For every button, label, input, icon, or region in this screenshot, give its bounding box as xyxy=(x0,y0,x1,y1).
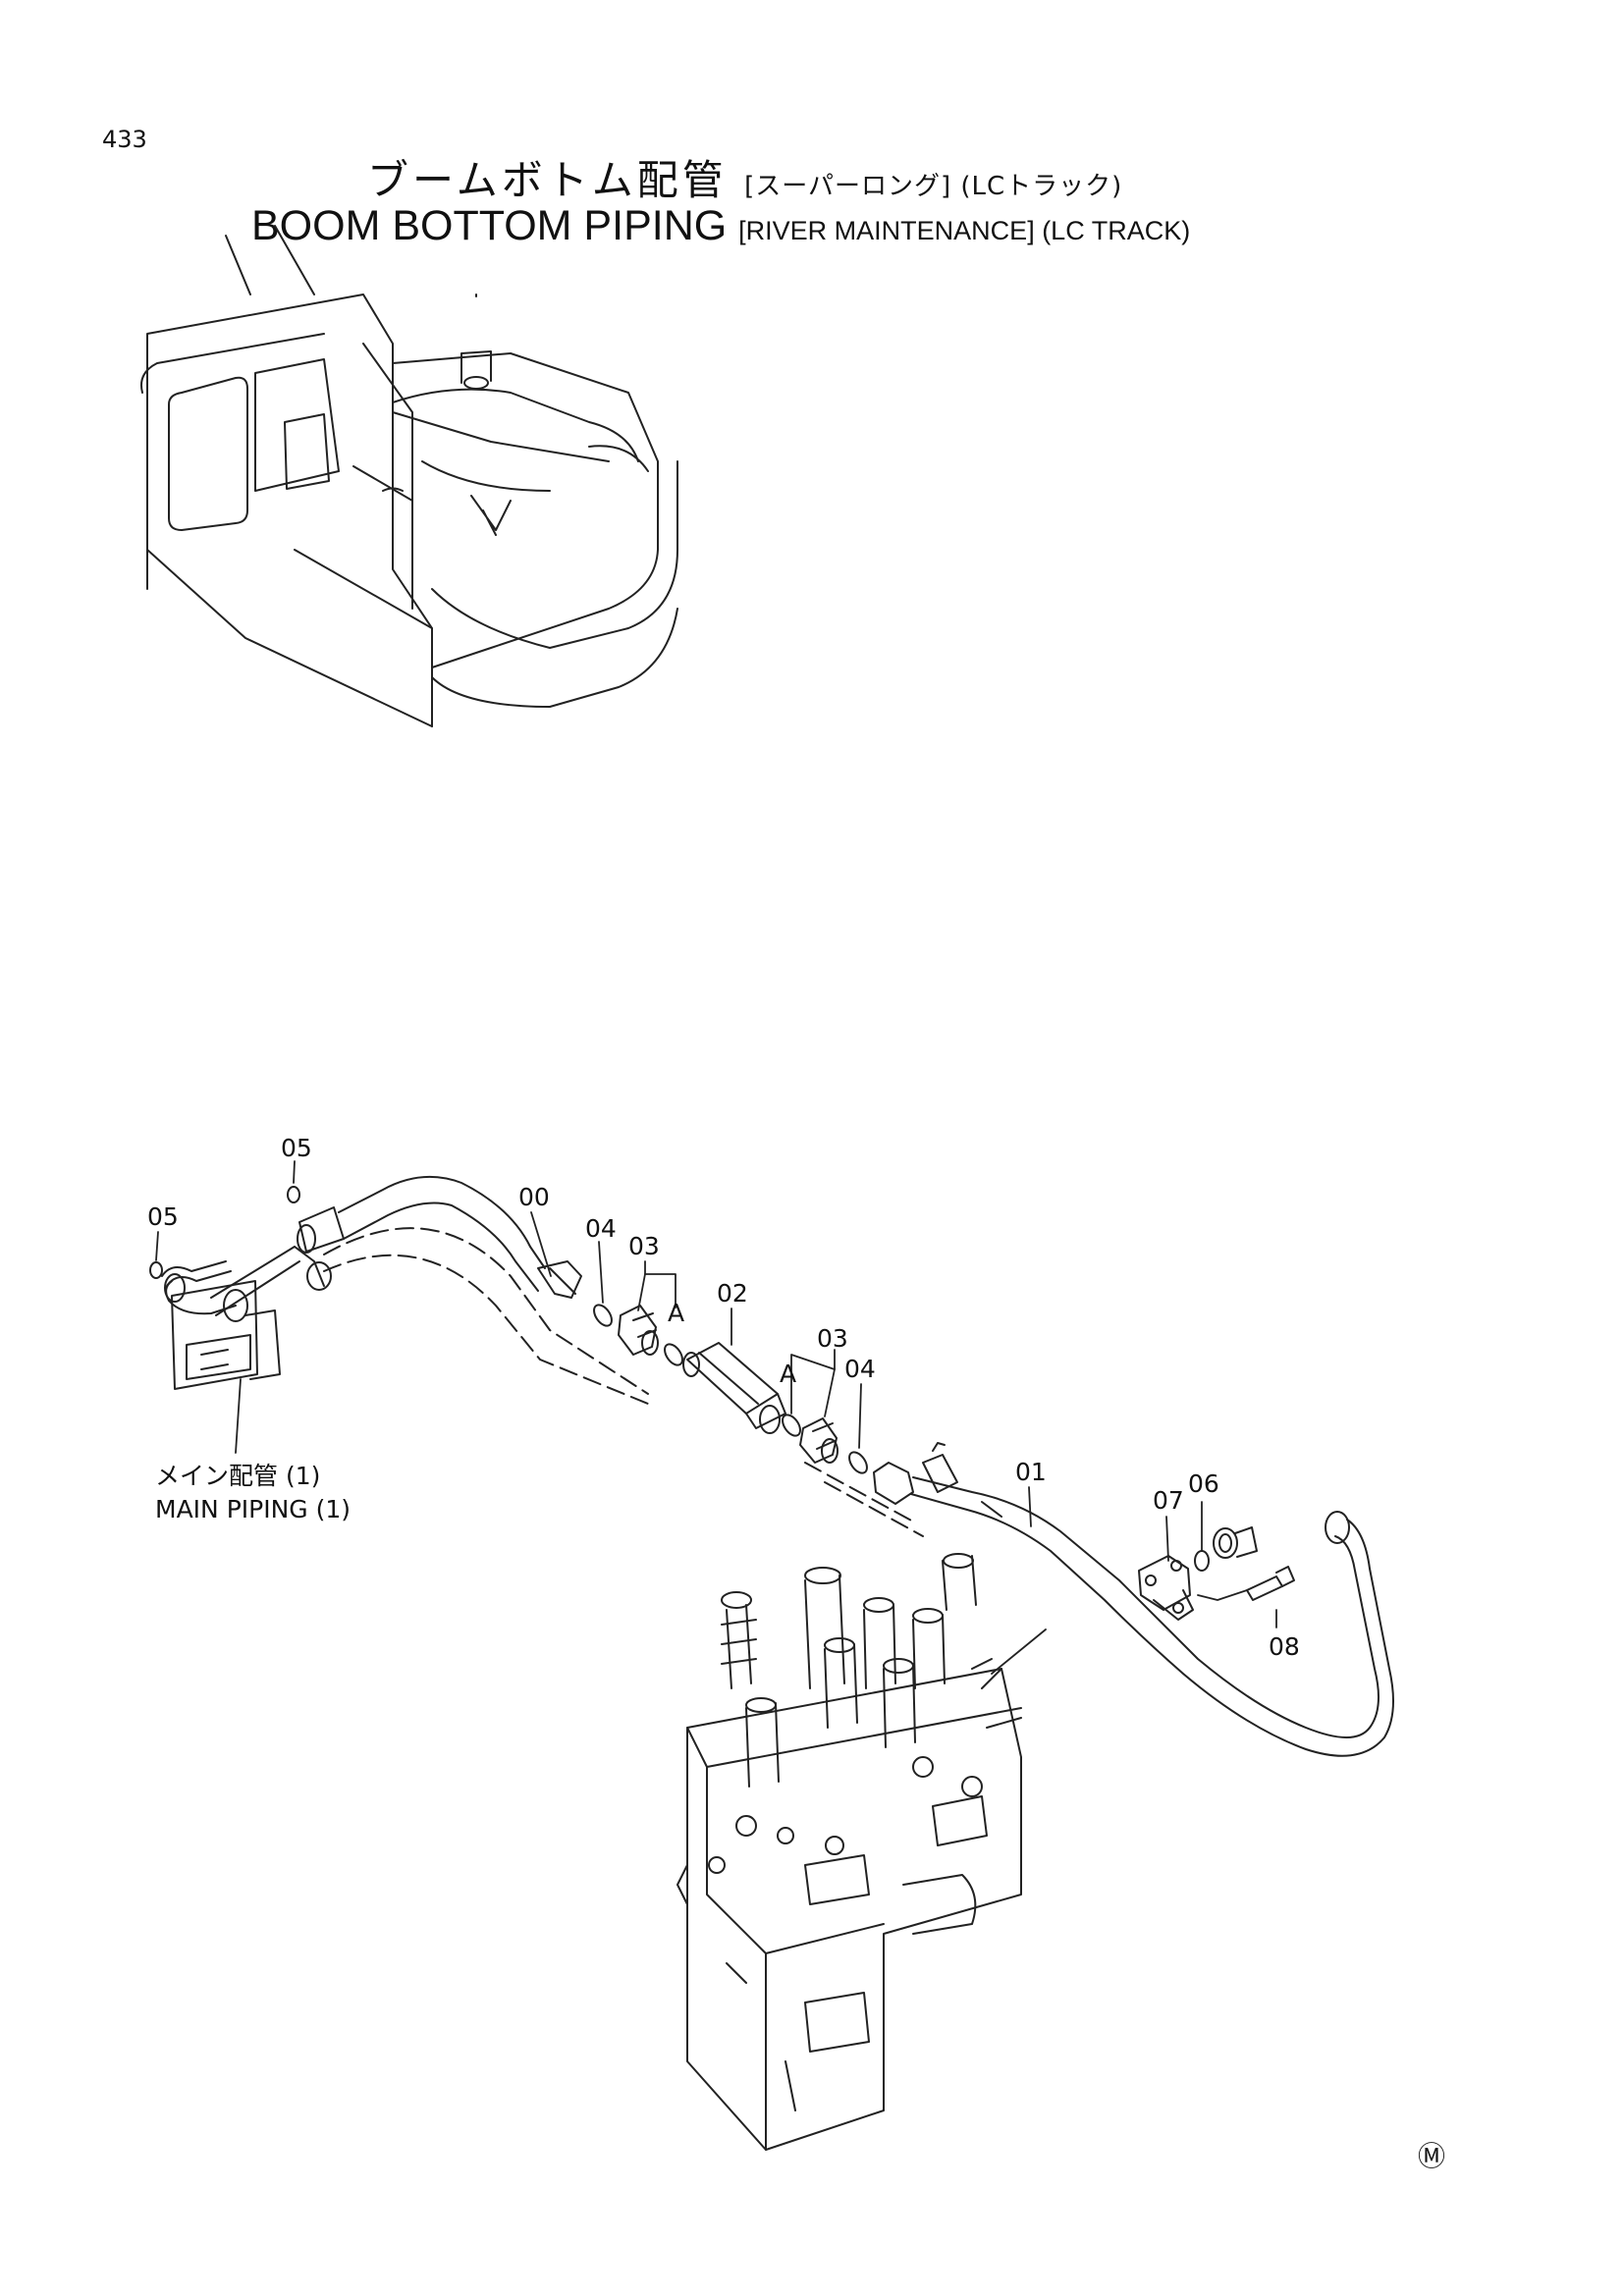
control-valve-assembly xyxy=(676,1553,1022,2151)
callout-03-left: 03 xyxy=(628,1232,660,1260)
page-number: 433 xyxy=(102,126,147,153)
callout-a-right: A xyxy=(780,1360,796,1388)
excavator-overview-illustration xyxy=(140,225,678,727)
callout-01: 01 xyxy=(1015,1458,1047,1486)
title-japanese-main: ブームボトム配管 xyxy=(367,156,728,204)
pipe-01 xyxy=(873,1442,1394,1757)
title-english-main: BOOM BOTTOM PIPING xyxy=(251,202,728,249)
bolt-08 xyxy=(1246,1566,1295,1601)
oring-04-left xyxy=(593,1304,613,1327)
oring-a-left xyxy=(664,1343,683,1366)
callout-07: 07 xyxy=(1153,1486,1184,1515)
adapter-03-left xyxy=(618,1305,659,1356)
oring-05-top xyxy=(287,1186,300,1203)
main-piping-bracket xyxy=(161,1260,281,1390)
title-english: BOOM BOTTOM PIPING [RIVER MAINTENANCE] (… xyxy=(251,202,1190,250)
leader-lines xyxy=(155,1160,1277,1675)
oring-05-left xyxy=(149,1261,163,1279)
callout-05-left: 05 xyxy=(147,1202,179,1231)
pipe-00 xyxy=(338,1175,582,1299)
footer-mark: Ⓜ xyxy=(1418,2140,1445,2172)
main-piping-label-en: MAIN PIPING (1) xyxy=(155,1495,351,1523)
oring-04-right xyxy=(848,1451,868,1474)
elbow-fitting-left xyxy=(164,1246,300,1322)
oring-a-right xyxy=(782,1414,801,1437)
title-japanese: ブームボトム配管 [スーパーロング] (LCトラック) xyxy=(367,147,1122,207)
hidden-pipe-lines xyxy=(323,1227,924,1537)
adapter-03-right xyxy=(799,1417,839,1464)
callout-03-right: 03 xyxy=(817,1324,848,1353)
split-flange-07 xyxy=(1138,1555,1194,1621)
callout-06: 06 xyxy=(1188,1469,1219,1498)
callout-05-top: 05 xyxy=(281,1134,312,1162)
check-valve-02 xyxy=(682,1342,786,1434)
callout-04-right: 04 xyxy=(844,1355,876,1383)
callout-02: 02 xyxy=(717,1279,748,1308)
callout-04-left: 04 xyxy=(585,1214,617,1243)
callout-labels: 05 05 00 04 03 A 02 03 A 04 01 07 06 08 … xyxy=(147,1134,1445,2172)
callout-a-left: A xyxy=(668,1299,684,1327)
callout-00: 00 xyxy=(518,1183,550,1211)
main-piping-label-jp: メイン配管 (1) xyxy=(155,1462,320,1490)
title-japanese-sub: [スーパーロング] (LCトラック) xyxy=(744,172,1123,201)
title-english-sub: [RIVER MAINTENANCE] (LC TRACK) xyxy=(738,216,1191,245)
oring-06 xyxy=(1194,1550,1210,1572)
callout-08: 08 xyxy=(1269,1632,1300,1661)
fitting-06-flange xyxy=(1213,1526,1258,1559)
